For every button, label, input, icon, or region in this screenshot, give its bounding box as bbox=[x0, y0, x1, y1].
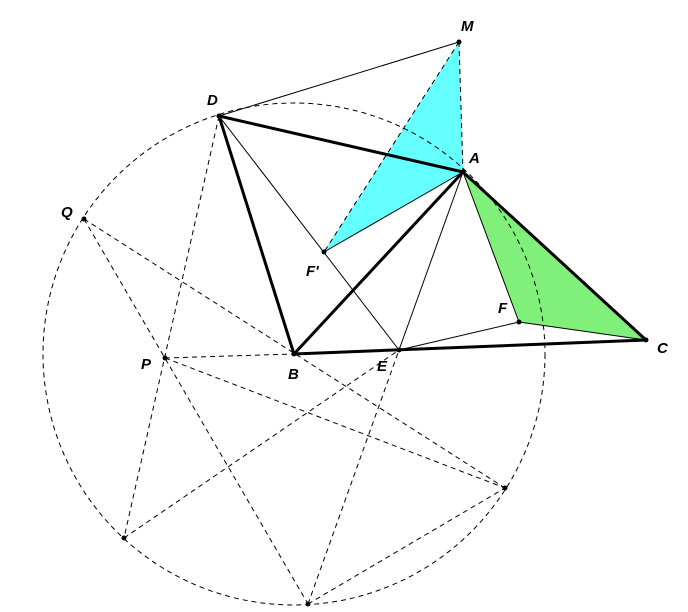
point-f-prime bbox=[321, 249, 327, 255]
thin-lines bbox=[218, 41, 647, 351]
point-circle-left bbox=[121, 535, 127, 541]
label-f: F bbox=[498, 300, 508, 317]
thick-lines bbox=[217, 114, 648, 356]
cyan-triangle bbox=[324, 42, 463, 252]
point-d bbox=[216, 113, 222, 119]
point-c bbox=[643, 337, 649, 343]
label-e: E bbox=[377, 358, 388, 375]
point-b bbox=[291, 351, 297, 357]
label-d: D bbox=[207, 92, 218, 109]
point-a bbox=[460, 169, 466, 175]
label-m: M bbox=[461, 18, 474, 35]
label-q: Q bbox=[61, 204, 73, 221]
point-m bbox=[456, 39, 462, 45]
point-p bbox=[162, 355, 168, 361]
point-labels: M D A Q F' F C P B E bbox=[61, 18, 669, 383]
label-p: P bbox=[141, 356, 152, 373]
point-e bbox=[396, 347, 402, 353]
point-f bbox=[516, 319, 522, 325]
label-c: C bbox=[657, 340, 669, 357]
dashed-lines bbox=[83, 41, 506, 605]
label-b: B bbox=[288, 366, 299, 383]
label-a: A bbox=[468, 150, 480, 167]
point-q bbox=[81, 216, 87, 222]
point-circle-right bbox=[502, 485, 508, 491]
points bbox=[81, 39, 649, 607]
point-circle-bottom bbox=[305, 601, 311, 607]
dashed-circle bbox=[42, 102, 546, 606]
label-f-prime: F' bbox=[306, 263, 319, 280]
